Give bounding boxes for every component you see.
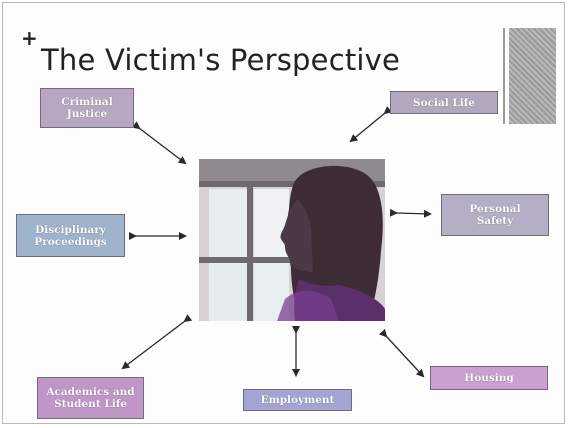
center-photo <box>199 159 385 321</box>
node-social-life: Social Life <box>390 91 498 114</box>
node-employment: Employment <box>243 389 352 411</box>
node-housing: Housing <box>430 366 548 390</box>
arrow-academics <box>121 314 193 370</box>
arrow-housing <box>378 328 425 378</box>
node-disciplinary-proceedings: Disciplinary Proceedings <box>16 214 125 257</box>
arrow-social-life <box>349 106 393 143</box>
plus-mark: + <box>21 26 38 50</box>
node-criminal-justice: Criminal Justice <box>40 88 134 128</box>
slide-title: The Victim's Perspective <box>41 43 401 77</box>
arrow-criminal-justice <box>131 121 187 165</box>
node-academics-student-life: Academics and Student Life <box>37 377 144 419</box>
woman-profile-photo-icon <box>199 159 385 321</box>
arrow-personal-safety <box>389 208 432 218</box>
node-personal-safety: Personal Safety <box>441 194 549 236</box>
decorative-bar-line <box>503 28 505 124</box>
decorative-hatched-bar <box>509 28 556 124</box>
